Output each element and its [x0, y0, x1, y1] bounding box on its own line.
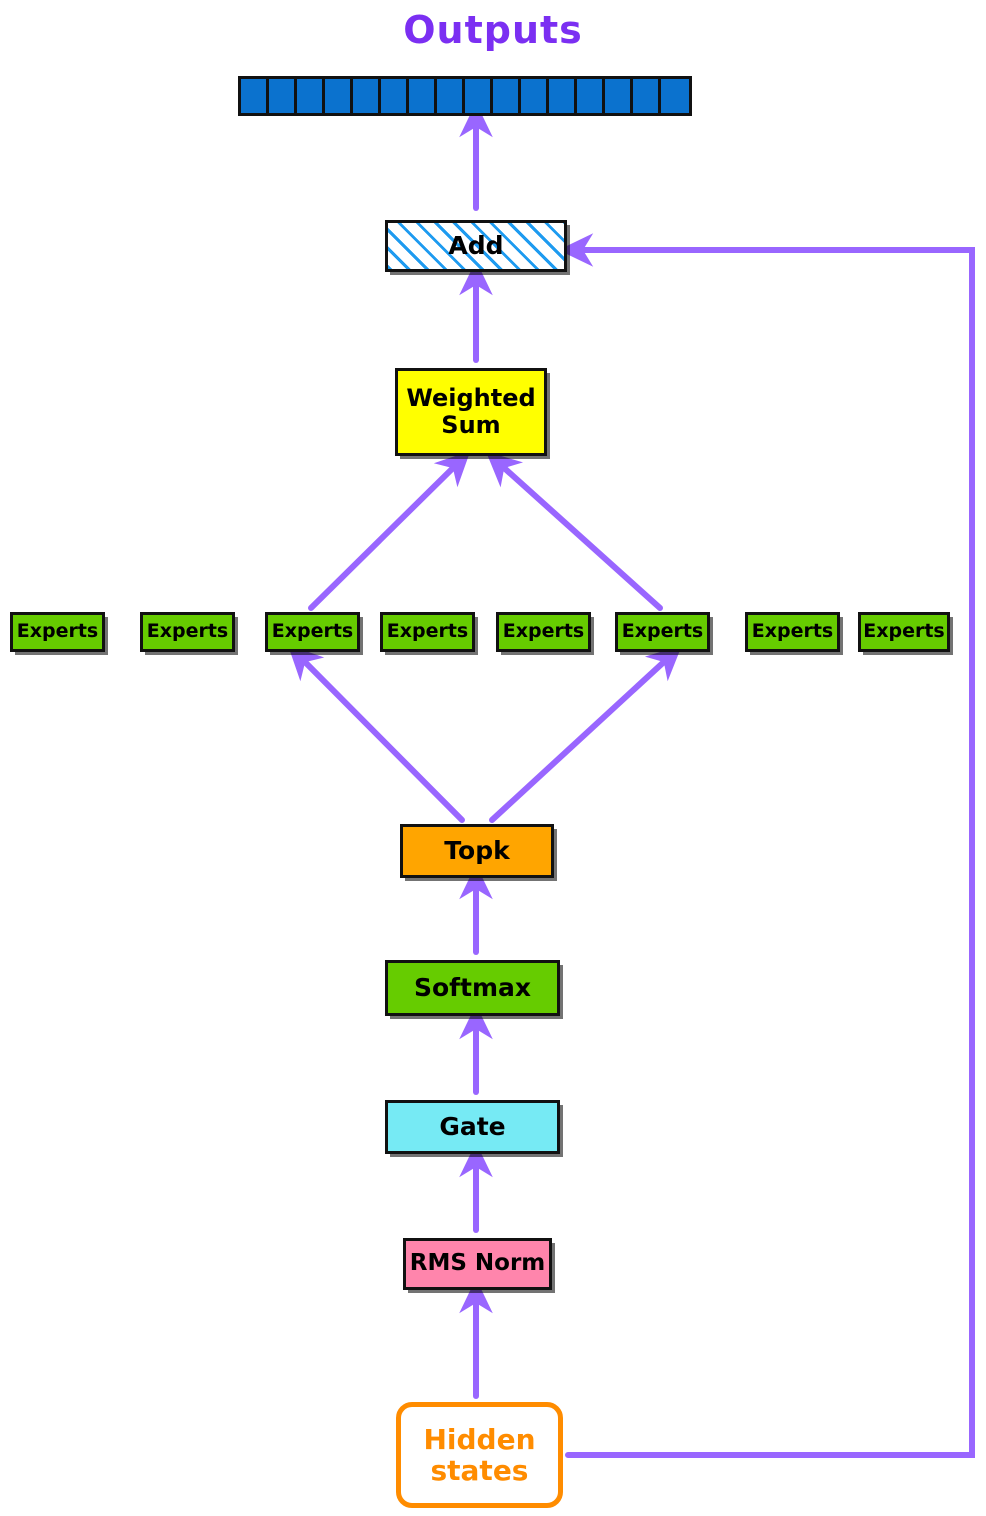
edge-topk-to-expert6: [489, 645, 682, 823]
node-rms-norm[interactable]: RMS Norm: [403, 1238, 552, 1290]
node-expert-5[interactable]: Experts: [496, 612, 591, 652]
node-weighted-sum[interactable]: Weighted Sum: [395, 368, 547, 456]
node-expert-1[interactable]: Experts: [10, 612, 105, 652]
output-token-cell: [269, 79, 297, 113]
output-token-cell: [493, 79, 521, 113]
output-token-cell: [661, 79, 689, 113]
node-expert-7[interactable]: Experts: [745, 612, 840, 652]
node-expert-4[interactable]: Experts: [380, 612, 475, 652]
edge-expert3-to-weightedsum: [308, 450, 471, 611]
output-token-cell: [577, 79, 605, 113]
node-expert-6[interactable]: Experts: [615, 612, 710, 652]
edge-topk-to-expert3: [287, 644, 465, 823]
output-token-cell: [465, 79, 493, 113]
output-token-cell: [633, 79, 661, 113]
node-gate[interactable]: Gate: [385, 1100, 560, 1154]
node-softmax[interactable]: Softmax: [385, 960, 560, 1016]
output-token-cell: [241, 79, 269, 113]
output-token-strip: [238, 76, 692, 116]
page-title: Outputs: [403, 8, 583, 52]
node-expert-3[interactable]: Experts: [265, 612, 360, 652]
output-token-cell: [381, 79, 409, 113]
node-expert-2[interactable]: Experts: [140, 612, 235, 652]
node-add[interactable]: Add: [385, 220, 567, 272]
output-token-cell: [521, 79, 549, 113]
output-token-cell: [605, 79, 633, 113]
edge-expert6-to-weightedsum: [485, 451, 663, 611]
output-token-cell: [297, 79, 325, 113]
node-topk[interactable]: Topk: [400, 824, 554, 878]
node-expert-8[interactable]: Experts: [858, 612, 950, 652]
node-hidden-states[interactable]: Hidden states: [396, 1402, 563, 1508]
output-token-cell: [437, 79, 465, 113]
output-token-cell: [325, 79, 353, 113]
output-token-cell: [409, 79, 437, 113]
edge-hidden-residual-to-add: [558, 233, 975, 1458]
output-token-cell: [549, 79, 577, 113]
output-token-cell: [353, 79, 381, 113]
